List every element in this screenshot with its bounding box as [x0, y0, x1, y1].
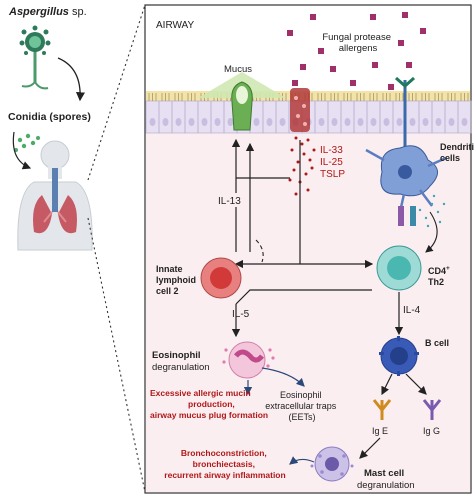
eosinophil-label: Eosinophil degranulation [152, 350, 210, 373]
il4-label: IL-4 [403, 305, 421, 316]
bcell-to-ige [381, 373, 393, 396]
protease-label: Fungal protease allergens [322, 32, 393, 54]
eet-label: Eosinophil extracellular traps (EETs) [265, 390, 339, 422]
mast-label: Mast cell degranulation [357, 468, 415, 491]
alarmin-particles [288, 136, 316, 196]
igg-antibody [422, 399, 442, 420]
human-silhouette [17, 140, 93, 251]
damaged-epithelial-cell [290, 88, 310, 132]
mucus-label: Mucus [224, 64, 252, 75]
goblet-cell [231, 81, 253, 131]
airway-outcome: Bronchoconstriction, bronchiectasis, rec… [164, 448, 285, 480]
b-cell [379, 336, 419, 376]
ilc2-label: Innate lymphoid cell 2 [156, 264, 199, 296]
ige-to-mast-arrow [359, 437, 381, 459]
th2-cell [376, 245, 422, 291]
mast-cell [310, 446, 354, 482]
il13-label: IL-13 [218, 196, 241, 207]
eosinophil-cell [222, 341, 275, 379]
spores-cluster [14, 133, 40, 152]
ilc2-cell [200, 257, 242, 299]
th2-label: CD4+ Th2 [428, 262, 452, 287]
eet-arrow [261, 367, 305, 387]
growth-arrow [57, 57, 86, 102]
protease-allergens [287, 12, 426, 90]
dashed-feedback [255, 239, 264, 263]
spores-label: Conidia (spores) [8, 111, 91, 123]
inhalation-arrow [12, 131, 32, 170]
alarmin-labels: IL-33 IL-25 TSLP [320, 145, 346, 180]
dendritic-cell [365, 76, 447, 226]
ige-antibody [372, 399, 392, 420]
panel-title: AIRWAY [156, 20, 194, 31]
bcell-to-igg [405, 373, 427, 395]
mast-outcome-arrow [289, 456, 315, 465]
aspergillus-illustration [19, 25, 51, 90]
il5-label: IL-5 [232, 309, 250, 320]
igg-label: Ig G [423, 426, 440, 436]
organism-label: Aspergillus sp. [8, 6, 87, 18]
ige-label: Ig E [372, 426, 388, 436]
bcell-label: B cell [425, 338, 449, 348]
mucin-outcome: Excessive allergic mucin production, air… [150, 388, 268, 420]
zoom-line-bottom [87, 217, 146, 493]
dc-to-th2-arrow [425, 211, 438, 253]
dc-cytokines [418, 194, 446, 228]
zoom-line-top [87, 4, 146, 181]
th2-to-il5-connector [235, 289, 372, 305]
